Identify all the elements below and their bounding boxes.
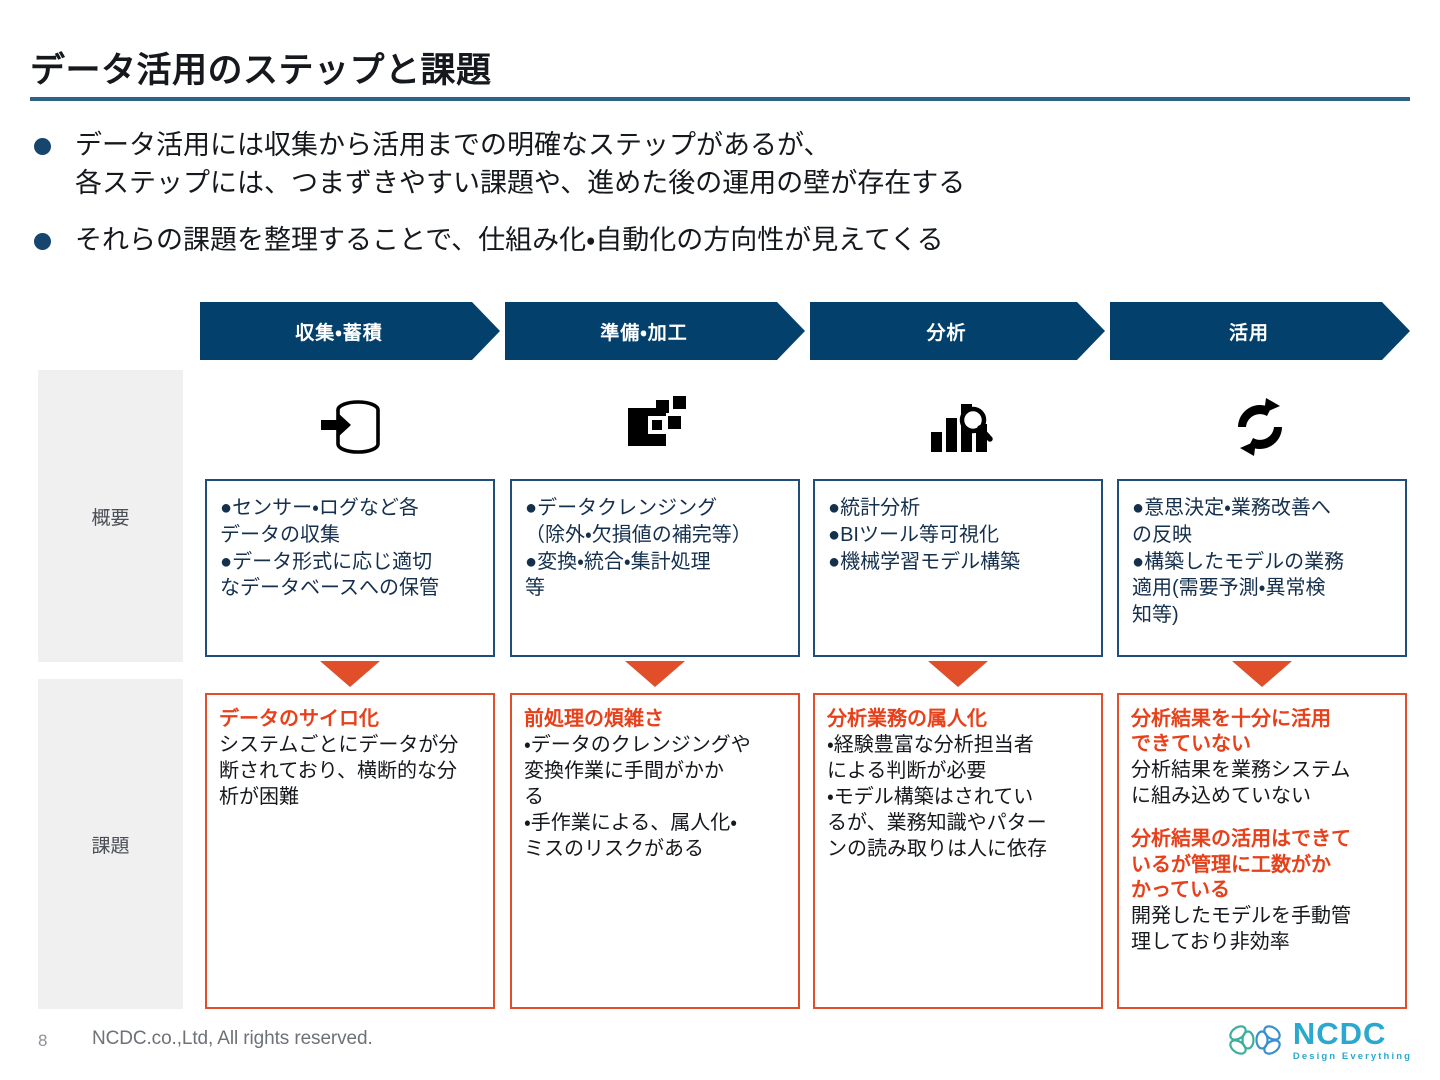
challenge-heading: 分析業務の属人化 bbox=[827, 708, 987, 730]
challenge-body: 開発したモデルを手動管 理しており非効率 bbox=[1131, 904, 1351, 953]
challenge-body: システムごとにデータが分 断されており、横断的な分 析が困難 bbox=[219, 734, 459, 809]
challenge-body: ・経験豊富な分析担当者 による判断が必要 ・モデル構築はされてい るが、業務知識… bbox=[827, 734, 1047, 861]
down-arrow-icon bbox=[928, 661, 988, 687]
step-chevron-label: 分析 bbox=[926, 322, 967, 344]
step-chevron-label: 活用 bbox=[1228, 322, 1269, 344]
step-chevron-label: 収集・蓄積 bbox=[295, 322, 383, 344]
list-item: それらの課題を整理することで、仕組み化・自動化の方向性が見えてくる bbox=[34, 221, 1394, 259]
ncdc-flower-mark-icon bbox=[1229, 1025, 1281, 1055]
overview-box-1: ●センサー・ログなど各 データの収集 ●データ形式に応じ適切 なデータベースへの… bbox=[205, 479, 495, 657]
refresh-cycle-icon bbox=[1110, 388, 1410, 466]
step-chevron-2[interactable]: 準備・加工 bbox=[505, 302, 805, 360]
overview-box-4: ●意思決定・業務改善へ の反映 ●構築したモデルの業務 適用(需要予測・異常検 … bbox=[1117, 479, 1407, 657]
lead-bullet-text: データ活用には収集から活用までの明確なステップがあるが、 各ステップには、つまず… bbox=[75, 130, 966, 199]
step-chevron-label: 準備・加工 bbox=[600, 322, 688, 344]
page-number: 8 bbox=[38, 1031, 48, 1050]
spacer bbox=[1131, 809, 1393, 827]
ncdc-name: NCDC bbox=[1292, 1016, 1387, 1051]
row-label-overview: 概要 bbox=[38, 370, 183, 662]
challenge-heading: 前処理の煩雑さ bbox=[524, 708, 664, 730]
challenge-box-1: データのサイロ化 システムごとにデータが分 断されており、横断的な分 析が困難 bbox=[205, 693, 495, 1009]
lead-bullet-text: それらの課題を整理することで、仕組み化・自動化の方向性が見えてくる bbox=[75, 224, 944, 255]
challenge-box-4: 分析結果を十分に活用 できていない 分析結果を業務システム に組み込めていない … bbox=[1117, 693, 1407, 1009]
title-divider bbox=[30, 97, 1410, 101]
page-title: データ活用のステップと課題 bbox=[30, 51, 492, 90]
step-chevron-3[interactable]: 分析 bbox=[810, 302, 1105, 360]
bar-chart-magnifier-icon bbox=[810, 388, 1105, 466]
bullet-dot-icon bbox=[34, 232, 51, 250]
challenge-box-2: 前処理の煩雑さ ・データのクレンジングや 変換作業に手間がかか る ・手作業によ… bbox=[510, 693, 800, 1009]
ncdc-logo: NCDC Design Everything bbox=[1226, 1018, 1412, 1062]
row-label-challenge: 課題 bbox=[38, 679, 183, 1009]
challenge-heading: データのサイロ化 bbox=[219, 708, 379, 730]
challenge-box-3: 分析業務の属人化 ・経験豊富な分析担当者 による判断が必要 ・モデル構築はされて… bbox=[813, 693, 1103, 1009]
down-arrow-icon bbox=[320, 661, 380, 687]
ncdc-tagline: Design Everything bbox=[1292, 1051, 1412, 1062]
challenge-body: 分析結果を業務システム に組み込めていない bbox=[1131, 759, 1351, 808]
overview-box-3: ●統計分析 ●BIツール等可視化 ●機械学習モデル構築 bbox=[813, 479, 1103, 657]
bullet-dot-icon bbox=[34, 138, 51, 155]
overview-box-2: ●データクレンジング （除外・欠損値の補完等） ●変換・統合・集計処理 等 bbox=[510, 479, 800, 657]
step-chevron-1[interactable]: 収集・蓄積 bbox=[200, 302, 500, 360]
data-transform-blocks-icon bbox=[505, 388, 805, 466]
down-arrow-icon bbox=[1232, 661, 1292, 687]
challenge-heading: 分析結果を十分に活用 できていない bbox=[1131, 708, 1331, 756]
database-import-icon bbox=[200, 388, 500, 466]
step-chevron-4[interactable]: 活用 bbox=[1110, 302, 1410, 360]
challenge-body: ・データのクレンジングや 変換作業に手間がかか る ・手作業による、属人化・ ミ… bbox=[524, 734, 751, 861]
down-arrow-icon bbox=[625, 661, 685, 687]
challenge-heading: 分析結果の活用はできて いるが管理に工数がか かっている bbox=[1131, 828, 1351, 901]
lead-bullet-list: データ活用には収集から活用までの明確なステップがあるが、 各ステップには、つまず… bbox=[34, 126, 1394, 277]
list-item: データ活用には収集から活用までの明確なステップがあるが、 各ステップには、つまず… bbox=[34, 126, 1394, 203]
ncdc-wordmark: NCDC Design Everything bbox=[1293, 1018, 1412, 1062]
copyright-text: NCDC.co.,Ltd, All rights reserved. bbox=[92, 1028, 373, 1049]
